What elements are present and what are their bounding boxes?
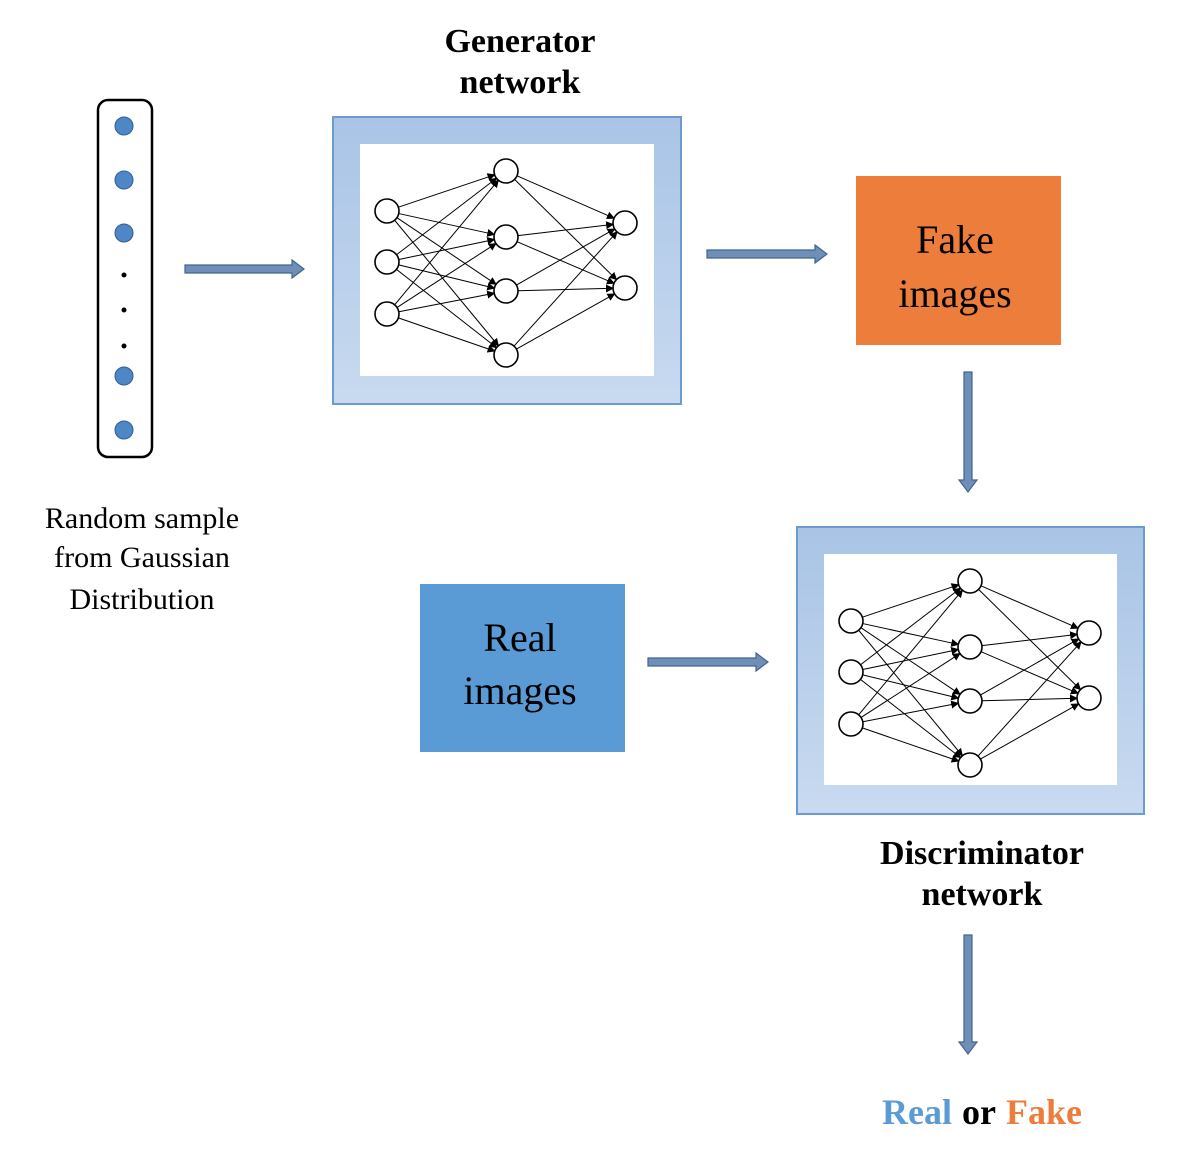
nn-edge [517, 221, 615, 237]
nn-edge [516, 228, 616, 286]
nn-edge [858, 629, 963, 757]
generator-nn-icon [374, 158, 638, 368]
nn-edge [862, 700, 960, 723]
discriminator-to-output-arrow [957, 934, 979, 1055]
nn-node [493, 224, 519, 250]
fake-images-box: Fake images [856, 176, 1061, 345]
noise-dot [114, 223, 134, 243]
flow-arrows [184, 243, 979, 1055]
noise-dot [114, 116, 134, 136]
nn-node [612, 210, 638, 236]
nn-edge [398, 317, 496, 353]
nn-node [374, 301, 400, 327]
noise-label-line1: Random sample [45, 502, 239, 535]
nn-edge [862, 646, 960, 671]
real-to-discriminator-arrow [647, 651, 769, 673]
noise-label-line3: Distribution [69, 583, 214, 616]
output-or: or [962, 1092, 996, 1132]
nn-node [957, 752, 983, 778]
nn-edge [516, 241, 615, 285]
generator-title: Generator network [444, 23, 595, 101]
output-fake: Fake [1006, 1092, 1082, 1132]
nn-node [374, 249, 400, 275]
nn-node [1076, 620, 1102, 646]
nn-edge [862, 623, 960, 647]
fake-images-fill [856, 176, 1061, 345]
nn-edge [862, 674, 960, 701]
ellipsis-dot [121, 272, 127, 278]
real-images-line2: images [463, 668, 576, 713]
nn-node [493, 278, 519, 304]
real-images-line1: Real [483, 615, 556, 660]
ellipsis-dot [121, 307, 127, 313]
nn-edge [398, 173, 496, 208]
nn-edge [516, 293, 616, 350]
fake-to-discriminator-arrow [957, 371, 979, 493]
nn-node [612, 275, 638, 301]
nn-edge [980, 651, 1079, 695]
nn-node [957, 688, 983, 714]
nn-edge [396, 242, 497, 308]
nn-node [957, 634, 983, 660]
generator-to-fake-arrow [706, 243, 828, 265]
nn-edge [394, 219, 499, 347]
nn-edge [980, 585, 1079, 630]
nn-edge [396, 177, 498, 256]
discriminator-nn-icon [838, 568, 1102, 778]
nn-edge [980, 703, 1080, 760]
nn-node [493, 342, 519, 368]
nn-node [838, 659, 864, 685]
noise-label-line2: from Gaussian [54, 541, 230, 574]
discriminator-title-line2: network [922, 876, 1043, 913]
nn-edge [398, 290, 496, 313]
generator-network [332, 116, 682, 405]
nn-node [493, 158, 519, 184]
discriminator-title: Discriminator network [880, 835, 1084, 913]
output-real: Real [882, 1092, 952, 1132]
noise-vector [96, 98, 154, 459]
nn-node [374, 198, 400, 224]
ellipsis-dot [121, 343, 127, 349]
noise-dot [114, 420, 134, 440]
noise-label: Random sample from Gaussian Distribution [45, 502, 239, 616]
noise-dot [114, 170, 134, 190]
nn-edge [977, 641, 1082, 757]
nn-edge [862, 727, 960, 763]
nn-edge [513, 231, 618, 347]
nn-edge [860, 652, 961, 718]
noise-to-generator-arrow [184, 258, 305, 280]
nn-edge [398, 264, 496, 291]
real-images-box: Real images [420, 584, 625, 752]
discriminator-title-line1: Discriminator [880, 835, 1084, 872]
nn-edge [396, 217, 497, 285]
fake-images-line2: images [898, 271, 1011, 316]
nn-node [1076, 685, 1102, 711]
noise-vector-frame [96, 98, 154, 459]
generator-title-line1: Generator [444, 23, 595, 60]
nn-edge [516, 175, 615, 220]
nn-edge [858, 589, 963, 716]
nn-node [838, 608, 864, 634]
nn-edge [860, 627, 961, 695]
nn-edge [862, 583, 960, 618]
nn-edge [860, 587, 962, 666]
nn-node [838, 711, 864, 737]
nn-edge [394, 179, 499, 306]
nn-edge [398, 236, 496, 261]
noise-dot [114, 366, 134, 386]
nn-node [957, 568, 983, 594]
discriminator-network [796, 526, 1145, 815]
generator-title-line2: network [460, 64, 581, 101]
nn-edge [981, 631, 1079, 647]
nn-edge [980, 638, 1080, 696]
fake-images-line1: Fake [916, 217, 994, 262]
real-images-fill [420, 584, 625, 752]
nn-edge [398, 213, 496, 237]
